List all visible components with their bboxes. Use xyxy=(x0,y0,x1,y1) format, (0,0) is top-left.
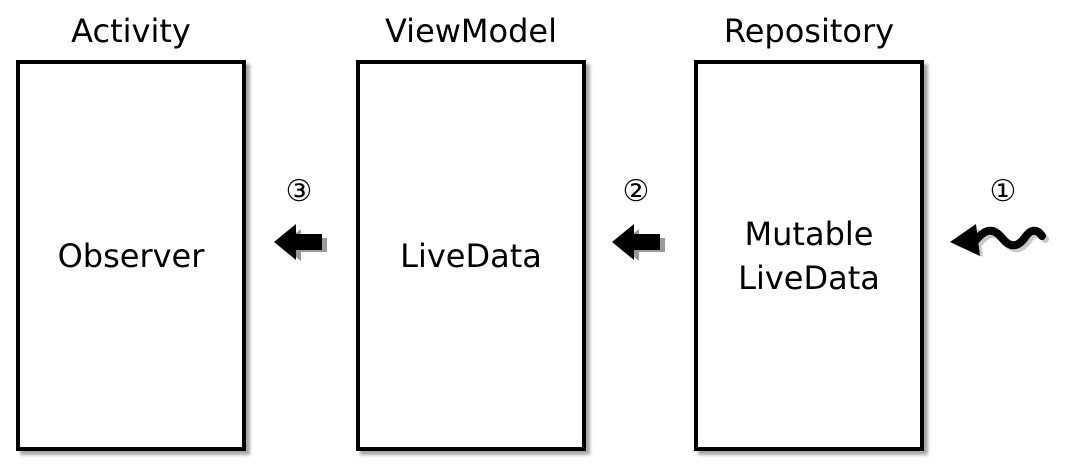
step-1-label: ① xyxy=(989,174,1017,209)
wavy-arrow-icon xyxy=(950,224,1049,257)
viewmodel-title: ViewModel xyxy=(384,12,557,50)
viewmodel-box: LiveData xyxy=(356,60,586,451)
left-arrow-icon xyxy=(612,224,665,261)
observer-label: Observer xyxy=(57,236,205,275)
repository-title: Repository xyxy=(723,12,895,50)
left-arrow-icon xyxy=(274,224,327,261)
activity-box: Observer xyxy=(16,60,246,451)
activity-title: Activity xyxy=(71,12,191,50)
mutable-livedata-label: Mutable LiveData xyxy=(738,214,880,297)
step-3-label: ③ xyxy=(285,174,313,209)
repository-box: Mutable LiveData xyxy=(694,60,924,451)
livedata-label: LiveData xyxy=(400,236,542,275)
step-2-label: ② xyxy=(622,174,650,209)
